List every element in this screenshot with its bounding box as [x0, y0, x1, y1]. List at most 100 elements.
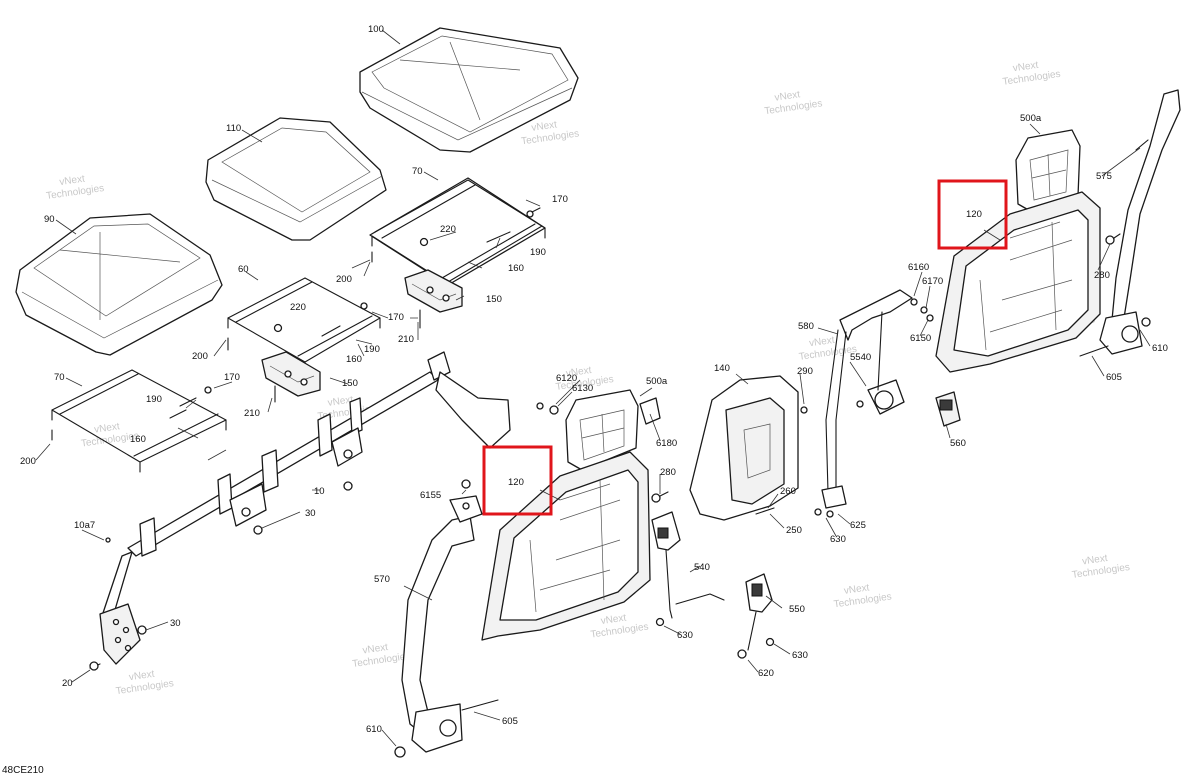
callout-label: 6170 — [922, 276, 943, 287]
callout-label: 575 — [1096, 171, 1112, 182]
callout-labels: 100 110 90 70 170 220 190 200 160 150 60… — [20, 24, 1168, 735]
callout-label: 560 — [950, 438, 966, 449]
callout-label: 290 — [797, 366, 813, 377]
callout-label: 6180 — [656, 438, 677, 449]
callout-label: 605 — [1106, 372, 1122, 383]
callout-label: 220 — [440, 224, 456, 235]
callout-label: 160 — [130, 434, 146, 445]
document-code: 48CE210 — [2, 765, 44, 776]
buckle-540 — [651, 511, 725, 627]
callout-label: 190 — [530, 247, 546, 258]
seat-belt-575 — [1079, 89, 1181, 357]
base-frame-10 — [127, 351, 511, 557]
callout-label: 70 — [412, 166, 423, 177]
seat-cushion-90 — [15, 213, 223, 356]
callout-label: 150 — [486, 294, 502, 305]
seat-frame-70-top — [369, 177, 546, 295]
svg-text:vNext: vNext — [1012, 60, 1039, 74]
callout-label: 190 — [146, 394, 162, 405]
fasteners-frames — [51, 207, 541, 441]
seat-back-120-right — [935, 191, 1101, 373]
callout-label: 200 — [192, 351, 208, 362]
headrest-500a-mid — [565, 389, 639, 471]
callout-label: 250 — [786, 525, 802, 536]
callout-label: 6160 — [908, 262, 929, 273]
callout-label: 280 — [1094, 270, 1110, 281]
callout-label: 630 — [677, 630, 693, 641]
svg-text:vNext: vNext — [843, 582, 870, 596]
callout-label: 120 — [508, 477, 524, 488]
callout-label: 170 — [388, 312, 404, 323]
bracket-150-top — [404, 269, 463, 313]
callout-label: 120 — [966, 209, 982, 220]
callout-label: 550 — [789, 604, 805, 615]
callout-label: 70 — [54, 372, 65, 383]
callout-label: 30 — [305, 508, 316, 519]
callout-label: 160 — [508, 263, 524, 274]
washers-6120-6130 — [536, 402, 559, 415]
svg-text:vNext: vNext — [327, 394, 354, 408]
callout-label: 210 — [244, 408, 260, 419]
bolt-280-mid — [651, 491, 669, 503]
seat-frame-70-bottom — [51, 369, 227, 473]
callout-label: 540 — [694, 562, 710, 573]
callout-label: 610 — [1152, 343, 1168, 354]
callout-label: 620 — [758, 668, 774, 679]
bracket-150-bottom — [261, 351, 321, 397]
svg-text:vNext: vNext — [94, 421, 121, 435]
fasteners-6160-6170-6150 — [910, 298, 934, 322]
seat-back-120-mid — [481, 451, 651, 641]
svg-text:vNext: vNext — [565, 365, 592, 379]
callout-label: 500a — [1020, 113, 1042, 124]
svg-text:vNext: vNext — [362, 642, 389, 656]
seat-cushion-100 — [359, 27, 579, 153]
buckle-560 — [935, 391, 961, 427]
callout-label: 570 — [374, 574, 390, 585]
buckle-550 — [737, 573, 775, 659]
callout-label: 6120 — [556, 373, 577, 384]
callout-label: 90 — [44, 214, 55, 225]
callout-label: 220 — [290, 302, 306, 313]
callout-label: 10a7 — [74, 520, 95, 531]
callout-label: 110 — [226, 123, 241, 134]
callout-label: 625 — [850, 520, 866, 531]
callout-label: 260 — [780, 486, 796, 497]
bolts-30 — [253, 481, 353, 535]
callout-label: 170 — [224, 372, 240, 383]
svg-text:vNext: vNext — [128, 669, 155, 683]
svg-text:vNext: vNext — [531, 119, 558, 133]
fasteners-290-260 — [755, 406, 808, 515]
highlight-boxes — [482, 179, 1008, 516]
callout-label: 200 — [20, 456, 36, 467]
callout-label: 500a — [646, 376, 668, 387]
svg-text:vNext: vNext — [1081, 553, 1108, 567]
callout-label: 6130 — [572, 383, 593, 394]
callout-label: 6155 — [420, 490, 441, 501]
callout-label: 100 — [368, 24, 384, 35]
svg-text:vNext: vNext — [774, 89, 801, 103]
svg-text:vNext: vNext — [808, 335, 835, 349]
highlight-box-120-mid — [482, 445, 553, 516]
callout-label: 160 — [346, 354, 362, 365]
callout-label: 30 — [170, 618, 181, 629]
callout-label: 280 — [660, 467, 676, 478]
highlight-box-120-right — [937, 179, 1008, 250]
callout-label: 10 — [314, 486, 325, 497]
callout-label: 150 — [342, 378, 358, 389]
leg-bracket-10a7 — [89, 537, 147, 671]
callout-label: 630 — [792, 650, 808, 661]
callout-label: 630 — [830, 534, 846, 545]
callout-label: 190 — [364, 344, 380, 355]
callout-label: 6150 — [910, 333, 931, 344]
callout-label: 140 — [714, 363, 730, 374]
seat-belt-570 — [394, 479, 499, 758]
callout-label: 580 — [798, 321, 814, 332]
